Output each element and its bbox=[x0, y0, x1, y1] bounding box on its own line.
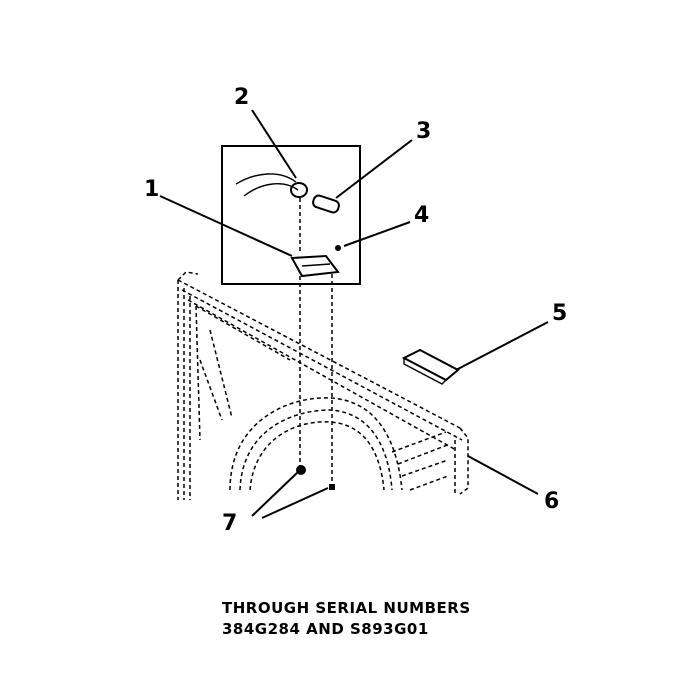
caption-line-1: THROUGH SERIAL NUMBERS bbox=[222, 599, 471, 617]
wire-harness-part bbox=[235, 173, 308, 252]
screw-part bbox=[335, 245, 341, 251]
callout-4: 4 bbox=[414, 203, 429, 228]
callout-5: 5 bbox=[552, 301, 567, 326]
callout-6: 6 bbox=[544, 489, 559, 514]
bracket-part bbox=[401, 348, 460, 385]
callout-1: 1 bbox=[144, 177, 159, 202]
caption-line-2: 384G284 AND S893G01 bbox=[222, 620, 429, 638]
plug-part bbox=[312, 194, 340, 214]
cabinet-top-frame bbox=[177, 271, 469, 500]
serial-number-caption: THROUGH SERIAL NUMBERS 384G284 AND S893G… bbox=[222, 598, 471, 640]
leader-lines bbox=[159, 109, 549, 519]
callout-7: 7 bbox=[222, 511, 237, 536]
callout-2: 2 bbox=[234, 85, 249, 110]
switch-bar-part bbox=[290, 254, 340, 278]
callout-3: 3 bbox=[416, 119, 431, 144]
detail-inset-box bbox=[221, 145, 361, 285]
mounting-screws-part bbox=[296, 465, 335, 490]
